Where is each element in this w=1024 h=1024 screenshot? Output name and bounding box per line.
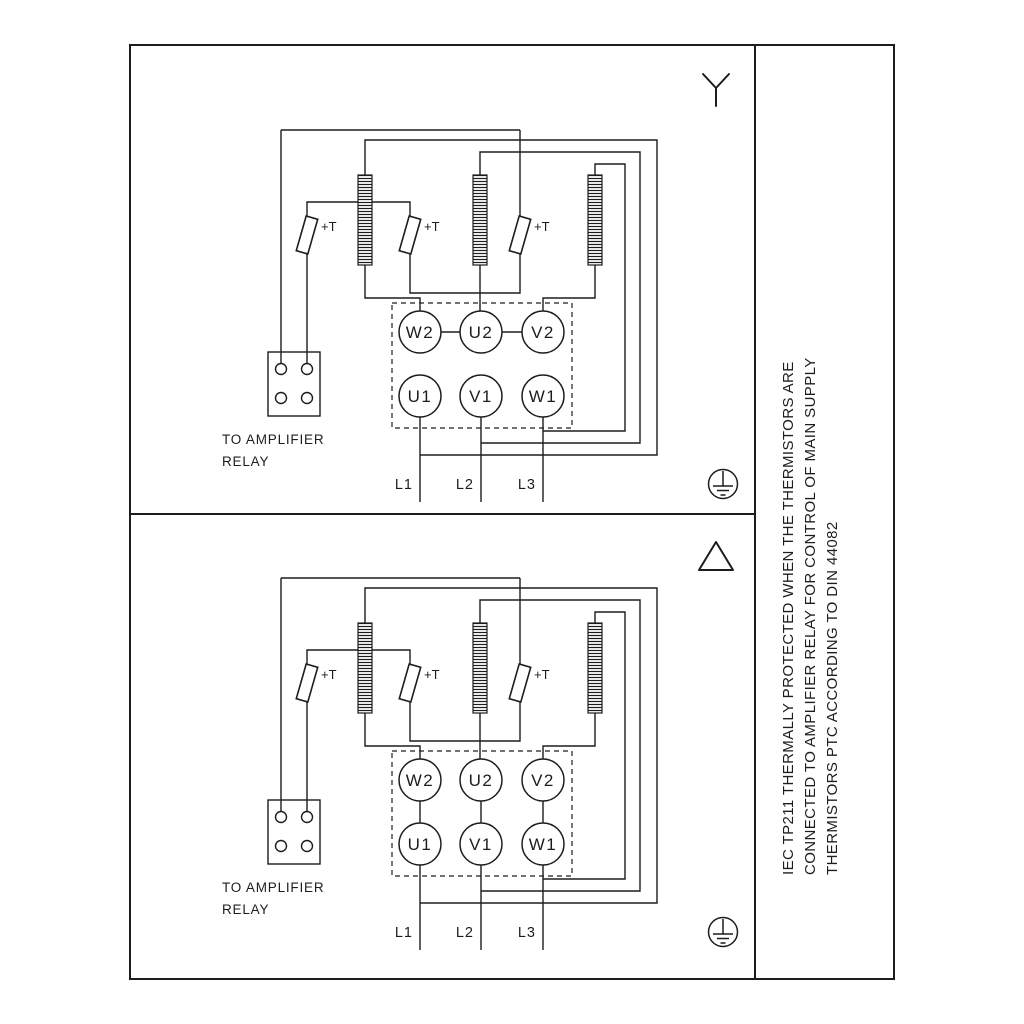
relay-terminal (300, 810, 314, 824)
thermistor-symbol (295, 215, 319, 255)
relay-terminal-block (267, 799, 321, 865)
supply-line-l3-label: L3 (518, 925, 536, 941)
sidebar-note-line2: CONNECTED TO AMPLIFIER RELAY FOR CONTROL… (802, 357, 819, 875)
relay-terminal-block (267, 351, 321, 417)
relay-label-line2: RELAY (222, 454, 269, 469)
relay-label-line2: RELAY (222, 902, 269, 917)
panel-star: +T +T +T TO AMPLIFIER RELAY W2 U2 V2 U1 … (222, 73, 739, 502)
supply-line-l2-label: L2 (456, 477, 474, 493)
terminal-label: W1 (529, 387, 558, 406)
outer-border (129, 44, 895, 980)
terminal-label: V1 (469, 387, 493, 406)
terminal-label: W2 (406, 323, 435, 342)
motor-winding-coil (587, 622, 603, 714)
motor-winding-coil (357, 174, 373, 266)
supply-line-l1-label: L1 (395, 925, 413, 941)
terminal-label: U2 (469, 323, 494, 342)
supply-line-l1-label: L1 (395, 477, 413, 493)
relay-label-line1: TO AMPLIFIER (222, 880, 324, 895)
terminal-w1 (521, 374, 565, 418)
thermistor-label: +T (424, 219, 440, 234)
wiring-lines (280, 129, 658, 502)
motor-winding-coil (357, 622, 373, 714)
supply-line-l2-label: L2 (456, 925, 474, 941)
motor-winding-coil (587, 174, 603, 266)
relay-terminal (300, 839, 314, 853)
thermistor-label: +T (321, 667, 337, 682)
thermistor-label: +T (534, 219, 550, 234)
wiring-lines (280, 577, 658, 950)
star-connection-icon (702, 73, 730, 107)
thermistor-symbol (398, 663, 422, 703)
supply-line-l3-label: L3 (518, 477, 536, 493)
relay-terminal (274, 362, 288, 376)
delta-bridge-links (419, 801, 544, 823)
sidebar-note-line3: THERMISTORS PTC ACCORDING TO DIN 44082 (824, 521, 841, 875)
terminal-label: V2 (531, 771, 555, 790)
terminal-label: U1 (408, 387, 433, 406)
terminal-label: V1 (469, 835, 493, 854)
earth-ground-icon (707, 916, 739, 948)
delta-connection-icon (698, 541, 734, 571)
thermistor-label: +T (321, 219, 337, 234)
panel-delta: +T +T +T TO AMPLIFIER RELAY W2 U2 V2 U1 … (222, 541, 739, 950)
thermistor-symbol (508, 663, 532, 703)
earth-ground-icon (707, 468, 739, 500)
sidebar-note: IEC TP211 THERMALLY PROTECTED WHEN THE T… (780, 357, 841, 875)
relay-terminal (300, 362, 314, 376)
relay-terminal (300, 391, 314, 405)
thermistor-label: +T (424, 667, 440, 682)
relay-terminal (274, 839, 288, 853)
terminal-label: U1 (408, 835, 433, 854)
thermistor-symbol (508, 215, 532, 255)
thermistor-symbol (295, 663, 319, 703)
relay-label-line1: TO AMPLIFIER (222, 432, 324, 447)
relay-terminal (274, 391, 288, 405)
terminal-board-outline (391, 750, 573, 877)
relay-terminal (274, 810, 288, 824)
terminal-label: W2 (406, 771, 435, 790)
terminal-label: V2 (531, 323, 555, 342)
terminal-label: U2 (469, 771, 494, 790)
terminal-label: W1 (529, 835, 558, 854)
terminal-v1 (459, 374, 503, 418)
thermistor-label: +T (534, 667, 550, 682)
thermistor-symbol (398, 215, 422, 255)
motor-winding-coil (472, 622, 488, 714)
sidebar-note-line1: IEC TP211 THERMALLY PROTECTED WHEN THE T… (780, 361, 797, 875)
terminal-board-outline (391, 302, 573, 429)
terminal-u1 (398, 374, 442, 418)
motor-winding-coil (472, 174, 488, 266)
